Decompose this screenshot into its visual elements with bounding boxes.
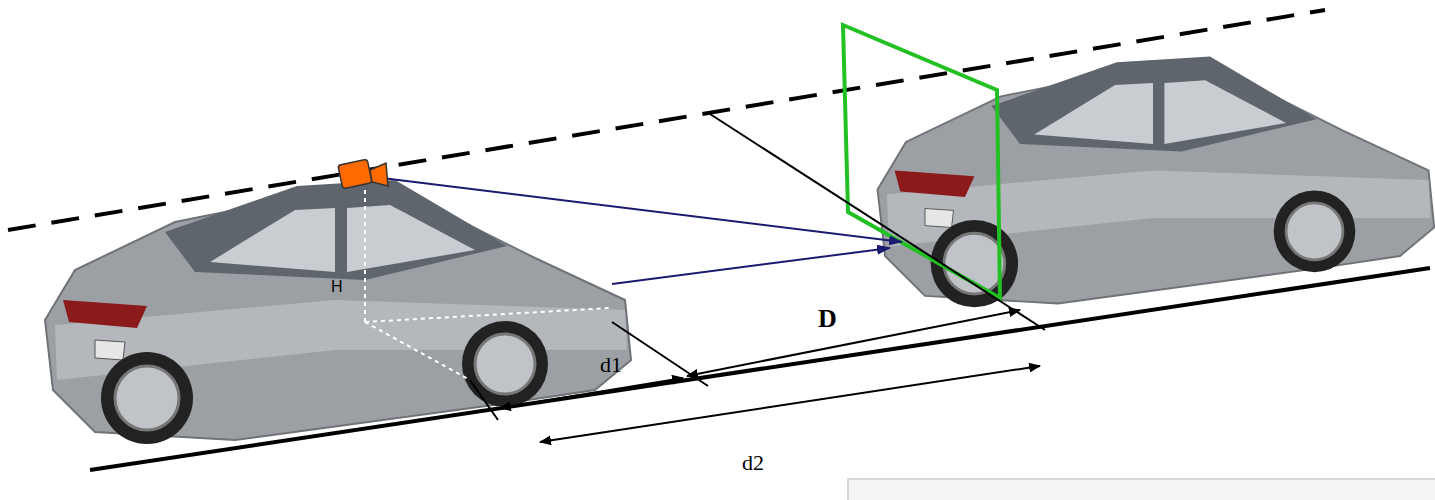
- dimension-arrow: [540, 366, 1040, 442]
- leader-line: [470, 380, 498, 420]
- dimension-arrow: [500, 378, 683, 408]
- dimension-label: D: [818, 304, 837, 334]
- dimension-label: d1: [600, 352, 622, 378]
- image-plane: [843, 25, 1000, 298]
- dimension-label: d2: [742, 450, 764, 476]
- panel: [848, 479, 1435, 500]
- camera-icon: [338, 159, 388, 189]
- ego-car: [45, 180, 631, 444]
- leader-line: [612, 322, 708, 386]
- ground-line: [365, 308, 610, 322]
- ray-arrow: [612, 248, 890, 284]
- height-label: H: [331, 278, 343, 296]
- lead-car: [878, 57, 1435, 308]
- ray-arrow: [382, 178, 902, 242]
- height-line: [364, 190, 366, 322]
- ground-line: [365, 322, 470, 380]
- leader-line: [710, 114, 1045, 330]
- dimension-arrow: [687, 310, 1020, 376]
